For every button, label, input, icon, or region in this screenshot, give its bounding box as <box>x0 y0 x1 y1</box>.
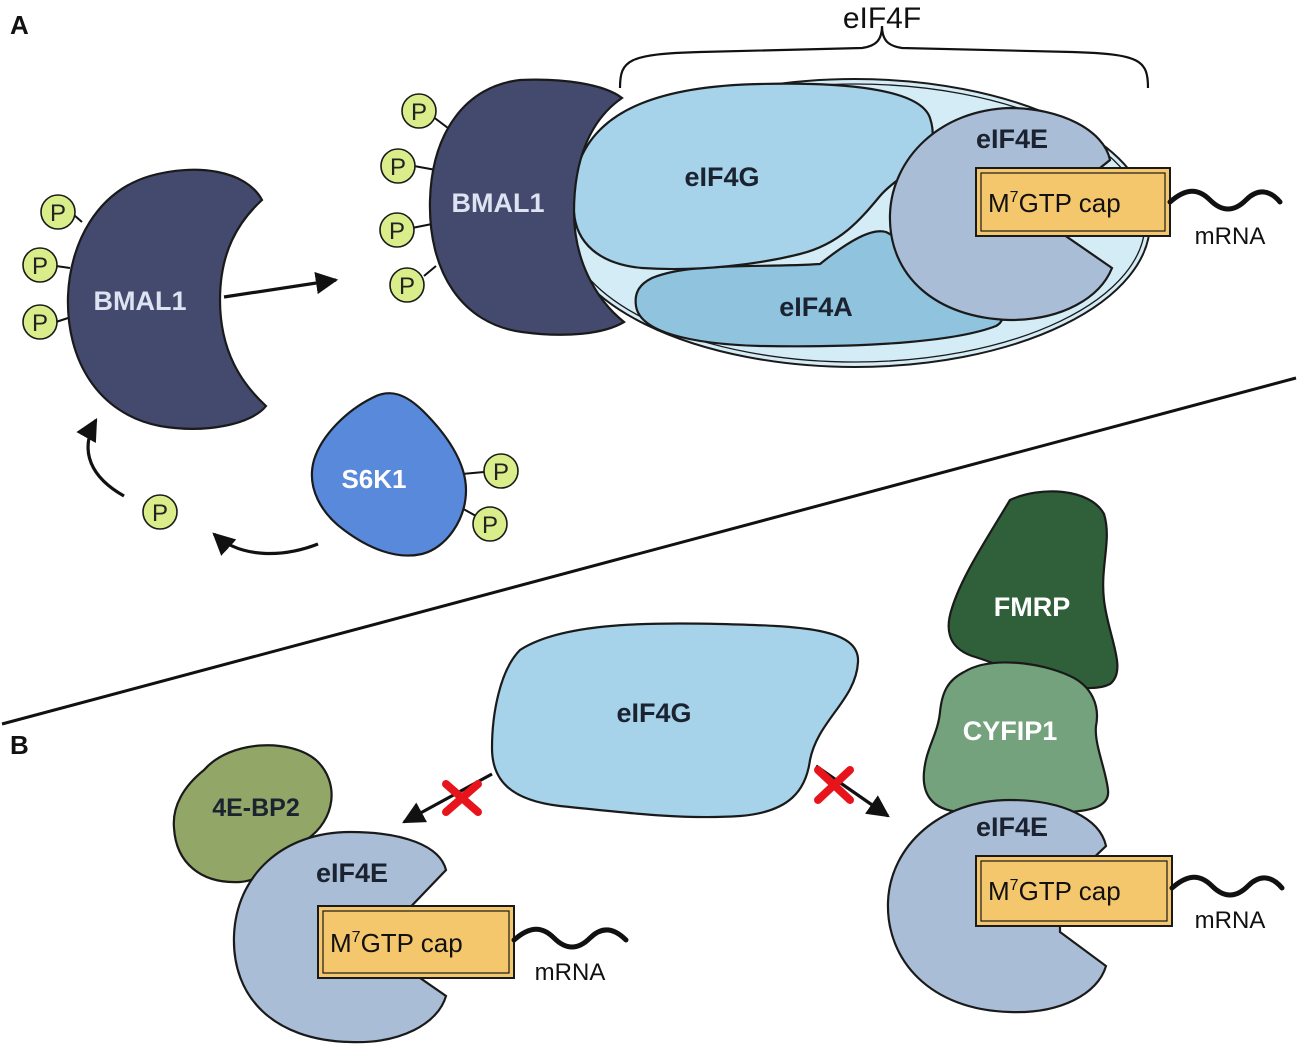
phosphorylate-arrow <box>76 418 125 498</box>
bmal1-bound-shape <box>428 78 626 336</box>
eif4a-label: eIF4A <box>779 292 853 322</box>
phospho-group-bound: P P P P <box>379 93 449 303</box>
cap-label-b-right: M7GTP cap <box>988 876 1121 906</box>
block-x-icon <box>442 780 482 816</box>
mrna-label-b-right: mRNA <box>1195 907 1266 934</box>
bmal1-bound: P P P P BMAL1 <box>379 78 626 336</box>
panel-label-a: A <box>10 10 29 40</box>
eif4g-free-shape <box>490 622 860 819</box>
phospho-icon <box>401 93 437 129</box>
eif4g-bound-label: eIF4G <box>684 162 759 192</box>
panel-divider <box>1 376 1297 726</box>
phospho-icon <box>40 194 76 230</box>
cyfip1-shape <box>922 661 1110 814</box>
phospho-icon <box>379 212 415 248</box>
release-arrow <box>212 532 319 556</box>
cap-b-left: M7GTP cap <box>317 905 515 979</box>
eif4e-bound-label: eIF4E <box>976 124 1048 154</box>
cyfip1-label: CYFIP1 <box>963 716 1058 746</box>
svg-text:P: P <box>390 154 406 181</box>
phospho-icon <box>142 494 178 530</box>
eif4e-left-label: eIF4E <box>316 858 388 888</box>
phospho-group-free: P P P <box>22 194 83 340</box>
svg-text:P: P <box>493 459 509 486</box>
phospho-free-label: P <box>152 500 168 527</box>
svg-text:P: P <box>399 273 415 300</box>
eif4g-free-label: eIF4G <box>616 698 691 728</box>
cap-box-a <box>975 167 1171 237</box>
mrna-strand-a <box>1167 188 1283 212</box>
eif4g-bound-shape <box>572 82 934 271</box>
cap-box-b-left <box>317 905 515 979</box>
eif4f-label: eIF4F <box>843 2 921 35</box>
svg-text:P: P <box>50 200 66 227</box>
svg-text:P: P <box>32 310 48 337</box>
svg-text:P: P <box>411 99 427 126</box>
block-x-icon <box>814 766 854 804</box>
svg-text:P: P <box>389 218 405 245</box>
phospho-icon <box>483 453 519 489</box>
mrna-strand-b-left <box>511 926 629 950</box>
bmal1-bound-label: BMAL1 <box>452 188 545 218</box>
mrna-label-a: mRNA <box>1195 223 1266 250</box>
mrna-label-b-left: mRNA <box>535 959 606 986</box>
bp2-label: 4E-BP2 <box>212 794 300 822</box>
phospho-icon <box>380 148 416 184</box>
cap-b-right: M7GTP cap <box>975 855 1173 927</box>
bmal1-free-label: BMAL1 <box>94 286 187 316</box>
panel-label-b: B <box>10 730 29 760</box>
s6k1: P P S6K1 <box>310 392 519 557</box>
s6k1-shape <box>310 392 468 557</box>
mrna-strand-b-right <box>1169 874 1285 898</box>
cap-label-a: M7GTP cap <box>988 188 1121 218</box>
eif4e-right-label: eIF4E <box>976 812 1048 842</box>
cap-a: M7GTP cap <box>975 167 1171 237</box>
cap-label-b-left: M7GTP cap <box>330 928 463 958</box>
cap-box-b-right <box>975 855 1173 927</box>
bmal1-free: P P P BMAL1 <box>22 168 268 430</box>
phospho-icon <box>472 506 508 542</box>
fmrp-label: FMRP <box>994 592 1071 622</box>
phospho-icon <box>22 304 58 340</box>
phospho-icon <box>22 247 58 283</box>
blocked-arrow-right <box>814 764 890 818</box>
phospho-icon <box>389 267 425 303</box>
blocked-arrow-left <box>402 772 493 824</box>
fmrp-shape <box>947 490 1119 690</box>
bmal1-shape <box>66 168 268 430</box>
eif4f-brace <box>618 25 1150 89</box>
svg-text:P: P <box>32 253 48 280</box>
svg-text:P: P <box>482 512 498 539</box>
binding-arrow <box>223 271 339 299</box>
s6k1-label: S6K1 <box>341 464 406 494</box>
